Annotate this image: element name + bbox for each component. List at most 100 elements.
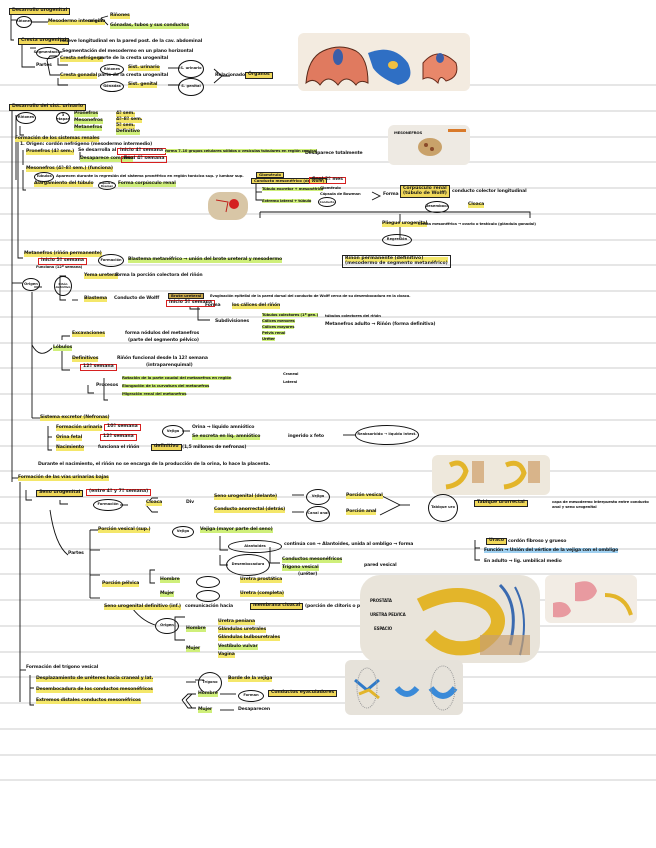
ruled-line xyxy=(0,213,656,215)
node-label: Subdivisiones xyxy=(215,319,249,324)
oval-node: Riñones xyxy=(16,16,32,28)
description: capa de mesodermo interpuesto entre cond… xyxy=(552,499,649,509)
node-label: Mesonefros (4ª–8ª sem.) (funciona) xyxy=(26,166,113,172)
ruled-line xyxy=(0,187,656,189)
result-box: Brote ureteral xyxy=(168,293,205,299)
oval-node: Riñones xyxy=(16,112,36,124)
node-label: Seno urogenital definitivo (inf.) xyxy=(104,604,181,610)
oval-node: Riñones xyxy=(100,64,124,75)
node-label: Forma xyxy=(205,303,221,308)
description: forma nódulos del metanefros xyxy=(125,331,200,336)
result-box: Órganos xyxy=(245,72,273,79)
box-line: (túbulo de Wolff) xyxy=(403,190,447,196)
arrow-label: origina xyxy=(88,19,106,24)
trigone-image xyxy=(345,660,463,715)
oval-node xyxy=(196,590,220,602)
oval-node xyxy=(196,576,220,588)
cloaca-image xyxy=(432,455,550,495)
time-tag: inicio 5ª semana xyxy=(38,258,87,265)
list-item: Elongación de la curvatura del metanefro… xyxy=(122,383,210,388)
description: (1,5 millones de nefronas) xyxy=(182,445,247,450)
oval-node: Reabsorbido → líquido intest. xyxy=(355,425,419,445)
header-text: Formación del trígono vesical xyxy=(26,665,99,670)
list-item: Cálices menores xyxy=(262,318,295,323)
description: Alargamiento del túbulo xyxy=(34,181,94,187)
oval-node: S. urinario xyxy=(178,60,204,78)
stage-tag: Definitivo xyxy=(116,129,140,135)
ruled-line xyxy=(0,651,656,653)
result-box: Corpúsculo renal(túbulo de Wolff) xyxy=(400,185,450,199)
oval-node: Desemboca xyxy=(425,201,449,213)
list-item: Vagina xyxy=(218,652,235,658)
description: Funciona (12ª semana) xyxy=(36,264,83,269)
box-line: Riñón permanente (definitivo) xyxy=(345,256,448,262)
ruled-line xyxy=(0,136,656,138)
ruled-line xyxy=(0,161,656,163)
ruled-line xyxy=(0,393,656,395)
image-label: PROSTATA xyxy=(370,598,392,603)
node-label: Mujer xyxy=(160,591,175,597)
section-header: Formación del trígono vesical xyxy=(26,665,99,671)
ruled-line xyxy=(0,367,656,369)
list-item: Vestíbulo vulvar xyxy=(218,644,258,650)
node-label: Pronefros (4ª sem.) xyxy=(26,149,75,155)
list-item: Uretra peniana xyxy=(218,619,255,625)
brace-item: Craneal xyxy=(283,371,299,376)
description: En adulto → lig. umbilical medio xyxy=(484,559,562,564)
node-label: Porción vesical xyxy=(346,493,383,499)
ruled-line xyxy=(0,522,656,524)
oval-node: Vejiga xyxy=(162,425,184,438)
box-line: (mesodermo de segmento metanéfrico) xyxy=(345,260,448,266)
oval-node: Conducto xyxy=(318,197,336,207)
oval-label: Túbulos xyxy=(36,174,52,179)
description: ingerido x feto xyxy=(288,434,324,439)
list-item: Glándulas bulbouretrales xyxy=(218,635,280,641)
node-label: Conductos mesonéfricos xyxy=(282,557,343,563)
node-label: Uretra (completa) xyxy=(240,591,284,597)
ruled-line xyxy=(0,702,656,704)
time-tag: (entre 4ª y 7ª semana) xyxy=(86,489,152,496)
oval-node: Túbulos xyxy=(34,172,54,182)
node-label: Extremo lateral + túbulo xyxy=(262,198,312,203)
node-label: Nacimiento xyxy=(56,445,84,451)
oval-label: Canal anal xyxy=(307,511,329,516)
ruled-line xyxy=(0,625,656,627)
oval-node: 3 etapas xyxy=(56,112,70,124)
oval-node: Formación xyxy=(93,499,123,511)
oval-node: Alantoides xyxy=(228,540,282,553)
image-label: MESONEFROS xyxy=(394,130,423,135)
oval-label: Riñón definitivo xyxy=(55,282,71,289)
oval-node: Formación xyxy=(98,254,124,267)
description: Evaginación epitelial de la pared dorsal… xyxy=(210,294,411,298)
oval-label: Riñones xyxy=(15,19,33,24)
result-box: Conducto mesonéfrico (de Wolff) xyxy=(251,178,328,184)
stage-tag: 4ª sem. xyxy=(116,111,135,117)
time-tag: 12ª semana xyxy=(80,364,117,371)
section-header: Desarrollo urogenital xyxy=(9,8,71,15)
node-label: Hombre xyxy=(198,691,218,697)
node-label: Sist. genital xyxy=(128,82,158,88)
description: (porción de clítoris o pene) xyxy=(305,604,371,609)
description: Glomérulo xyxy=(320,185,341,190)
node-label: Excavaciones xyxy=(72,331,105,337)
cresta-label: Cresta urogenital xyxy=(18,38,70,45)
description: Desaparece completo xyxy=(80,156,134,162)
oval-node: Vejiga xyxy=(306,489,330,505)
ruled-line xyxy=(0,470,656,472)
result-box: membrana cloacal xyxy=(250,603,304,610)
kidney-section-image xyxy=(208,192,248,220)
ruled-line xyxy=(0,573,656,575)
node-label: Cloaca xyxy=(468,202,485,208)
ruled-line xyxy=(0,342,656,344)
node-label: Partes xyxy=(36,63,52,68)
ruled-line xyxy=(0,316,656,318)
node-label: Vejiga (mayor parte del seno) xyxy=(200,527,273,533)
node-label: Procesos xyxy=(96,383,119,388)
arrow-label: Relacionados por xyxy=(215,73,258,78)
description: Se excreta en líq. amniótico xyxy=(192,434,261,440)
node-label: Partes xyxy=(68,551,84,556)
node-label: Pliegue urogenital xyxy=(382,221,428,227)
description: forma la porción colectora del riñón xyxy=(115,273,203,278)
node-label: Mesodermo intermedio xyxy=(48,19,106,25)
node-label: Lóbulos xyxy=(53,345,73,351)
